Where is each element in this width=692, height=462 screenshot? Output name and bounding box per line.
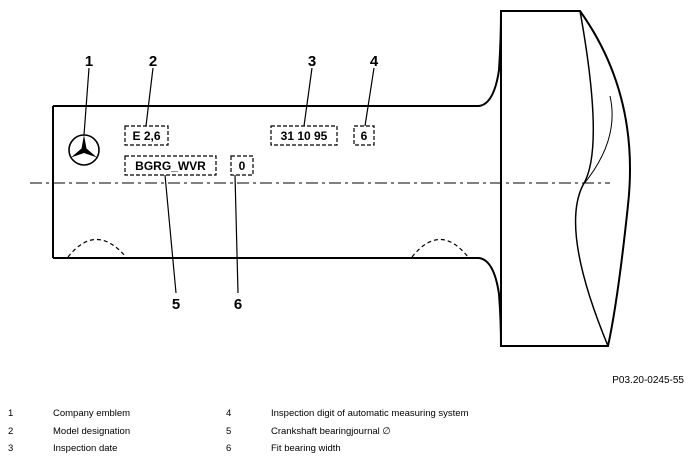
legend-right: 4 Inspection digit of automatic measurin… [226, 405, 468, 458]
leader-line-5 [164, 174, 177, 294]
stamp-bearing-width: 0 [239, 159, 246, 173]
callout-4: 4 [370, 53, 379, 70]
legend-number: 4 [226, 408, 232, 419]
stamp-box-journal [124, 155, 217, 176]
stamp-inspection-date: 31 10 95 [281, 129, 328, 143]
legend-text: Inspection date [53, 443, 118, 454]
leader-line-2 [145, 67, 154, 127]
leader-line-1 [83, 67, 90, 136]
legend-number: 6 [226, 443, 232, 454]
legend-number: 1 [8, 408, 14, 419]
legend-number: 3 [8, 443, 14, 454]
oil-hole-arc-left [67, 239, 127, 258]
stamp-box-width [230, 155, 254, 176]
legend-item-5: 5 Crankshaft bearingjournal ∅ [226, 423, 468, 441]
oil-hole-arc-right [411, 239, 469, 258]
figure-reference: P03.20-0245-55 [612, 375, 684, 386]
legend-item-6: 6 Fit bearing width [226, 440, 468, 458]
stamp-model-designation: E 2,6 [132, 129, 160, 143]
crankshaft-outline [52, 10, 502, 347]
callout-3: 3 [308, 53, 316, 70]
leader-line-3 [303, 67, 313, 127]
legend-text: Fit bearing width [271, 443, 341, 454]
leader-line-6 [234, 174, 239, 294]
callout-1: 1 [85, 53, 93, 70]
flange-section-line-2 [582, 95, 613, 186]
stamp-box-digit [353, 125, 375, 146]
leader-line-4 [364, 67, 375, 127]
legend-item-4: 4 Inspection digit of automatic measurin… [226, 405, 468, 423]
callout-5: 5 [172, 296, 180, 313]
callout-6: 6 [234, 296, 242, 313]
legend-left: 1 Company emblem 2 Model designation 3 I… [8, 405, 130, 458]
flange-section-line [574, 10, 609, 347]
company-emblem-icon [68, 134, 100, 166]
legend-item-3: 3 Inspection date [8, 440, 130, 458]
legend-text: Inspection digit of automatic measuring … [271, 408, 469, 419]
legend-text: Company emblem [53, 408, 131, 419]
legend-text: Model designation [53, 425, 131, 437]
stamp-inspection-digit: 6 [361, 129, 368, 143]
crankshaft-flange [500, 10, 631, 347]
stamp-journal-code: BGRG_WVR [135, 159, 206, 173]
legend-text: Crankshaft bearingjournal ∅ [271, 425, 391, 437]
legend-item-2: 2 Model designation [8, 423, 130, 441]
legend-number: 2 [8, 425, 14, 437]
legend-item-1: 1 Company emblem [8, 405, 130, 423]
callout-2: 2 [149, 53, 157, 70]
legend-number: 5 [226, 425, 232, 437]
